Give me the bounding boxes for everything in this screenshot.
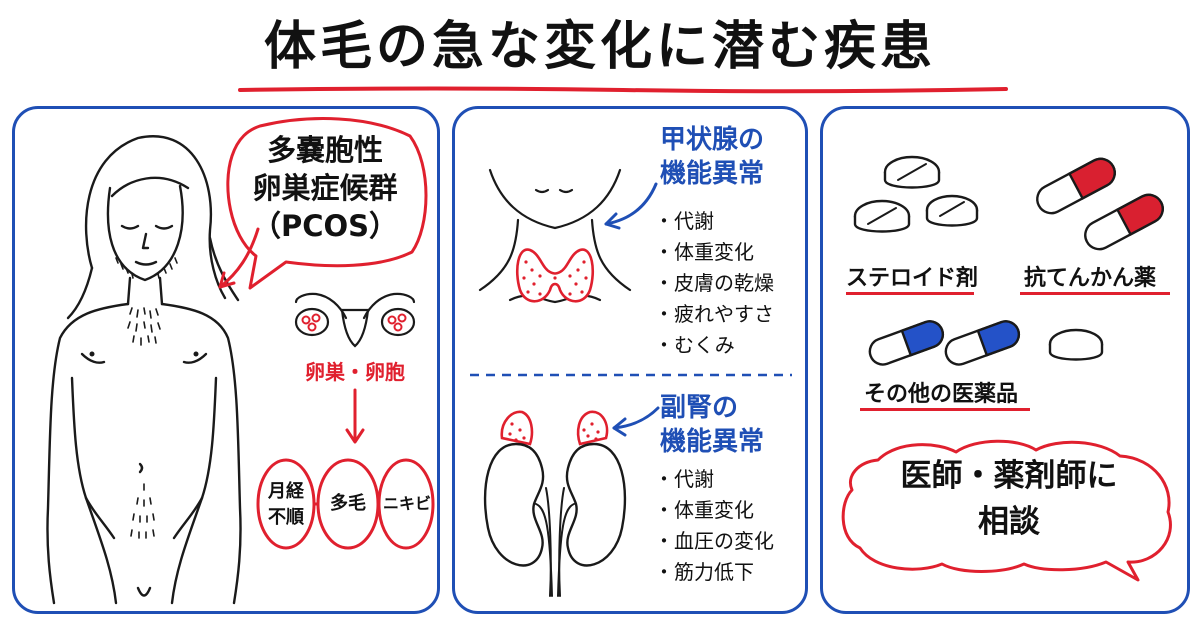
adrenal-symptom-list: 代謝 体重変化 血圧の変化 筋力低下 xyxy=(654,464,774,588)
drug-label-antiepileptic: 抗てんかん薬 xyxy=(1024,266,1157,291)
section-divider xyxy=(470,373,792,377)
list-item: 皮膚の乾燥 xyxy=(654,268,774,299)
uterus-ovaries-icon xyxy=(294,292,416,348)
list-item: 代謝 xyxy=(654,206,774,237)
consult-line-1: 医師・薬剤師に xyxy=(900,458,1118,494)
thyroid-heading-line-1: 甲状腺の xyxy=(660,125,765,155)
pcos-bubble-line-2: 卵巣症候群 xyxy=(252,171,398,205)
pcos-bubble-line-3: （PCOS） xyxy=(251,209,399,243)
thyroid-symptom-list: 代謝 体重変化 皮膚の乾燥 疲れやすさ むくみ xyxy=(654,206,774,361)
list-item: 疲れやすさ xyxy=(654,299,774,330)
symptom-hirsutism: 多毛 xyxy=(330,493,366,514)
drug-label-other: その他の医薬品 xyxy=(864,382,1019,407)
antiepileptic-capsules-icon xyxy=(1036,157,1164,251)
steroid-tablets-icon xyxy=(853,155,979,233)
bubble-pointer-arrow xyxy=(218,227,260,289)
thyroid-pointer-arrow xyxy=(604,182,658,230)
other-medicines-icon xyxy=(868,320,1104,366)
list-item: むくみ xyxy=(654,330,774,361)
list-item: 体重変化 xyxy=(654,237,774,268)
label-underline xyxy=(860,408,1030,411)
title-underline xyxy=(238,86,1008,94)
label-underline xyxy=(846,292,974,295)
list-item: 代謝 xyxy=(654,464,774,495)
pcos-bubble-line-1: 多嚢胞性 xyxy=(266,133,383,167)
symptom-ovals-chain xyxy=(256,458,435,550)
consult-cloud-bubble xyxy=(841,439,1172,582)
consult-line-2: 相談 xyxy=(978,504,1040,540)
symptom-irregular-menstruation-line-1: 月経 xyxy=(268,481,304,502)
down-arrow-icon xyxy=(345,388,365,444)
symptom-acne: ニキビ xyxy=(382,494,431,513)
list-item: 血圧の変化 xyxy=(654,526,774,557)
drug-label-steroid: ステロイド剤 xyxy=(846,266,979,291)
page-title: 体毛の急な変化に潜む疾患 xyxy=(263,17,936,77)
adrenal-pointer-arrow xyxy=(612,406,660,437)
thyroid-neck-illustration xyxy=(478,168,632,304)
ovary-label: 卵巣・卵胞 xyxy=(305,360,405,384)
adrenal-heading-line-1: 副腎の xyxy=(660,393,739,423)
symptom-irregular-menstruation-line-2: 不順 xyxy=(268,507,304,528)
list-item: 筋力低下 xyxy=(654,557,774,588)
thyroid-heading-line-2: 機能異常 xyxy=(660,159,765,189)
adrenal-heading-line-2: 機能異常 xyxy=(660,427,765,457)
pcos-speech-bubble xyxy=(226,117,428,290)
woman-figure-illustration xyxy=(46,135,242,605)
list-item: 体重変化 xyxy=(654,495,774,526)
adrenal-kidney-illustration xyxy=(483,410,627,597)
label-underline xyxy=(1020,292,1170,295)
